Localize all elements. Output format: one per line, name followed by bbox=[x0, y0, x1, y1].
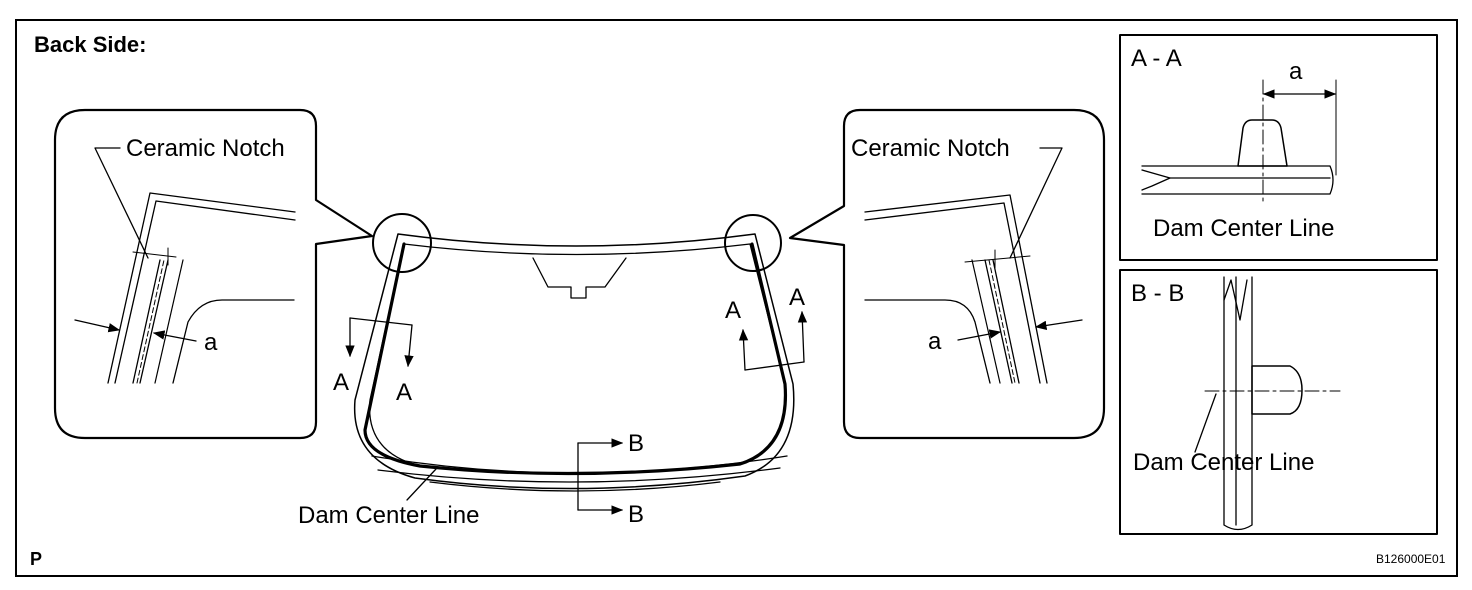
section-a-right-markers: A A bbox=[725, 284, 808, 371]
figure-code: B126000E01 bbox=[1376, 552, 1446, 566]
page-marker: P bbox=[30, 549, 42, 569]
diagram-title: Back Side: bbox=[34, 32, 147, 57]
section-b-label-2: B bbox=[628, 501, 644, 528]
dam-center-line-label: Dam Center Line bbox=[298, 502, 479, 529]
section-b-markers: B B bbox=[577, 430, 644, 528]
detail-section-aa: A - A a Dam Center Line bbox=[1119, 34, 1438, 261]
section-a-right-label-1: A bbox=[725, 297, 741, 324]
right-detail-callout: Ceramic Notch a bbox=[788, 108, 1106, 440]
detail-bb-title: B - B bbox=[1131, 280, 1184, 307]
left-callout-label: Ceramic Notch bbox=[126, 135, 285, 162]
outer-frame bbox=[15, 19, 1458, 577]
left-detail-callout: Ceramic Notch a bbox=[53, 108, 374, 440]
right-callout-label: Ceramic Notch bbox=[851, 135, 1010, 162]
detail-aa-dim-label: a bbox=[1289, 58, 1303, 85]
left-detail-circle bbox=[372, 213, 432, 273]
detail-section-bb: B - B Dam Center Line bbox=[1119, 269, 1438, 535]
detail-aa-dam-label: Dam Center Line bbox=[1153, 215, 1334, 242]
detail-bb-dam-label: Dam Center Line bbox=[1133, 449, 1314, 476]
section-a-left-label-2: A bbox=[396, 379, 412, 406]
windshield bbox=[353, 213, 795, 492]
right-dim-a-label: a bbox=[928, 328, 942, 355]
section-a-left-label-1: A bbox=[333, 369, 349, 396]
right-detail-circle bbox=[724, 214, 782, 272]
left-dim-a-label: a bbox=[204, 329, 218, 356]
section-a-right-label-2: A bbox=[789, 284, 805, 311]
detail-aa-title: A - A bbox=[1131, 45, 1182, 72]
section-a-left-markers: A A bbox=[333, 317, 414, 406]
section-b-label-1: B bbox=[628, 430, 644, 457]
